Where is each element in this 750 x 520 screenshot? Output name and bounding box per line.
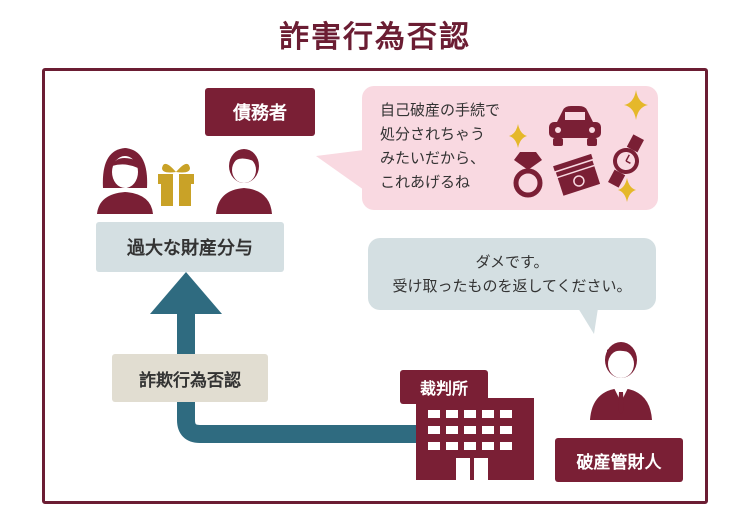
sparkle-icon bbox=[624, 90, 648, 120]
speech-line: ダメです。 bbox=[475, 253, 549, 271]
bubble-blue-tail bbox=[578, 308, 598, 334]
trustee-speech-bubble: ダメです。 受け取ったものを返してください。 bbox=[368, 238, 656, 310]
debtor-speech-bubble: 自己破産の手続で 処分されちゃう みたいだから、 これあげるね bbox=[362, 86, 658, 210]
bubble-pink-tail bbox=[316, 150, 364, 190]
woman-icon bbox=[97, 148, 153, 214]
speech-line: みたいだから、 bbox=[380, 149, 486, 167]
speech-line: これあげるね bbox=[380, 173, 471, 191]
debtor-speech-text: 自己破産の手続で 処分されちゃう みたいだから、 これあげるね bbox=[380, 98, 550, 194]
page-title: 詐害行為否認 bbox=[279, 20, 471, 55]
sparkle-icon bbox=[618, 178, 636, 202]
trustee-speech-text: ダメです。 受け取ったものを返してください。 bbox=[368, 250, 656, 298]
diagram-frame bbox=[42, 68, 708, 504]
gift-icon bbox=[158, 163, 194, 206]
speech-line: 処分されちゃう bbox=[380, 125, 486, 143]
trustee-label: 破産管財人 bbox=[555, 438, 683, 482]
watch-icon bbox=[608, 134, 644, 188]
debtor-person-icon bbox=[216, 149, 272, 214]
building-icon bbox=[416, 398, 534, 480]
speech-line: 受け取ったものを返してください。 bbox=[392, 277, 632, 295]
debtor-label: 債務者 bbox=[205, 88, 315, 136]
trustee-person-icon bbox=[590, 342, 652, 420]
money-icon bbox=[553, 153, 602, 198]
sparkle-icon bbox=[509, 124, 527, 148]
ring-icon bbox=[513, 152, 543, 198]
fraud-denial-label: 詐欺行為否認 bbox=[112, 354, 268, 402]
excessive-gift-label: 過大な財産分与 bbox=[96, 222, 284, 272]
speech-line: 自己破産の手続で bbox=[380, 101, 501, 119]
car-icon bbox=[549, 106, 601, 146]
